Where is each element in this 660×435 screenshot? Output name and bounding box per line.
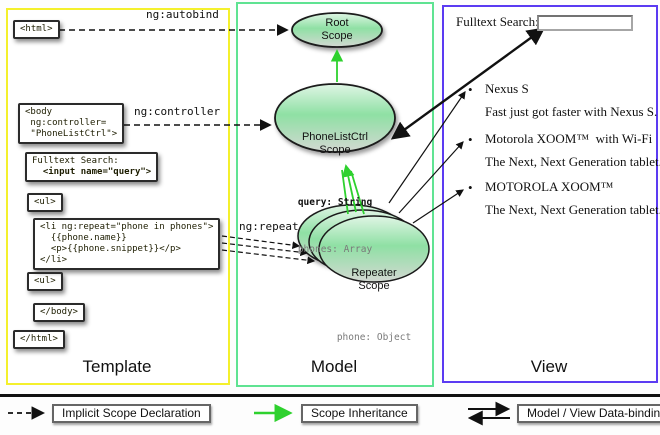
repeater-title: Repeater Scope — [351, 267, 397, 292]
ul-open-tag-2: <ul> — [27, 272, 63, 291]
view-item-name: Nexus S — [485, 81, 529, 96]
model-panel-title: Model — [310, 357, 358, 376]
fulltext-search-template: Fulltext Search: <input name="query"> — [25, 152, 159, 182]
template-panel — [6, 8, 230, 385]
repeater-scope-label: Repeater Scope phone: Object — [320, 231, 428, 379]
query-property: query: String — [297, 197, 373, 208]
view-item-name: MOTOROLA XOOM™ — [485, 179, 614, 194]
phonelistctrl-scope-label: PhoneListCtrl Scope query: String phones… — [275, 95, 395, 291]
legend-inheritance-label: Scope Inheritance — [301, 404, 418, 423]
root-scope-label: Root Scope — [321, 17, 353, 42]
view-panel-title: View — [530, 357, 568, 376]
html-close-tag: </html> — [13, 330, 65, 349]
legend-databinding-arrow — [467, 401, 511, 426]
view-item-desc: The Next, Next Generation tablet. — [485, 154, 660, 169]
body-open-tag: <body ng:controller= "PhoneListCtrl"> — [18, 103, 125, 144]
bullet-icon: • — [468, 82, 473, 97]
input-tag: <input name="query"> — [32, 167, 152, 177]
controller-label: ng:controller — [134, 105, 221, 118]
view-panel — [442, 5, 658, 383]
body-close-tag: </body> — [33, 303, 85, 322]
fulltext-label: Fulltext Search: — [32, 156, 119, 166]
ul-open-tag-1: <ul> — [27, 193, 63, 212]
repeat-label: ng:repeat — [239, 220, 299, 233]
legend-databinding-label: Model / View Data-binding — [517, 404, 660, 423]
legend-implicit-label: Implicit Scope Declaration — [52, 404, 211, 423]
li-repeat-tag: <li ng:repeat="phone in phones"> {{phone… — [33, 218, 221, 270]
autobind-label: ng:autobind — [146, 8, 219, 21]
view-item-desc: Fast just got faster with Nexus S. — [485, 104, 658, 119]
bullet-icon: • — [468, 180, 473, 195]
search-input[interactable] — [537, 15, 633, 31]
legend-separator — [0, 394, 660, 397]
phonelistctrl-title: PhoneListCtrl Scope — [301, 131, 369, 156]
template-panel-title: Template — [82, 357, 152, 376]
phones-property: phones: Array — [297, 244, 373, 255]
view-search-label: Fulltext Search: — [456, 14, 539, 29]
html-open-tag: <html> — [13, 20, 60, 39]
view-item-desc: The Next, Next Generation tablet. — [485, 202, 660, 217]
view-item-name: Motorola XOOM™ with Wi-Fi — [485, 131, 653, 146]
phone-property: phone: Object — [336, 332, 412, 343]
bullet-icon: • — [468, 132, 473, 147]
